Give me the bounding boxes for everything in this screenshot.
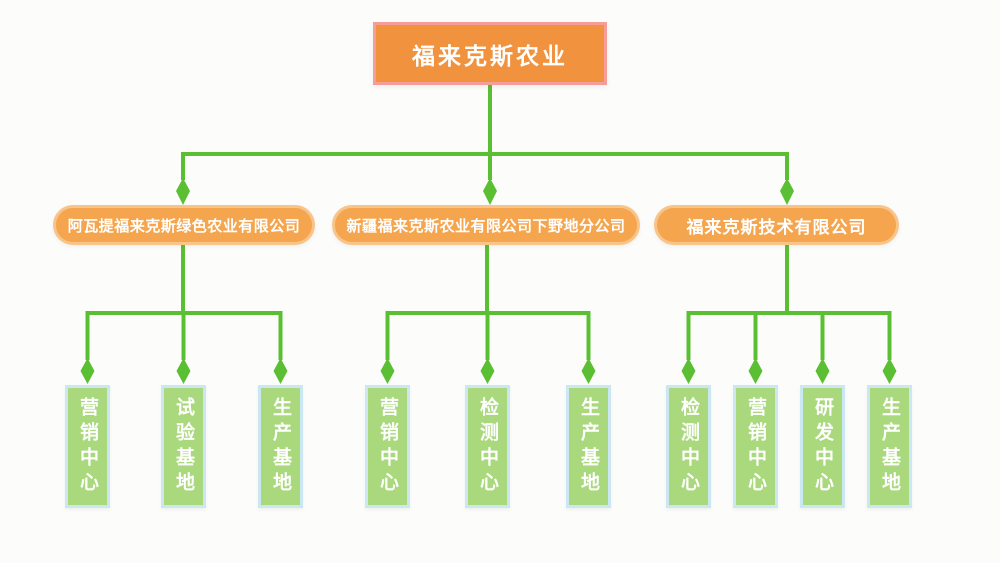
arrow-down-icon xyxy=(176,178,190,205)
arrow-down-icon xyxy=(380,358,395,384)
org-node-company-2: 新疆福来克斯农业有限公司下野地分公司 xyxy=(332,205,640,245)
org-node-root: 福来克斯农业 xyxy=(373,22,607,85)
arrow-down-icon xyxy=(780,178,794,205)
arrow-down-icon xyxy=(483,178,497,205)
org-node-company-2-label: 新疆福来克斯农业有限公司下野地分公司 xyxy=(346,217,626,235)
org-node-dept-marketing-2: 营销中心 xyxy=(365,385,410,508)
org-node-dept-marketing-3: 营销中心 xyxy=(733,385,778,508)
arrow-down-icon xyxy=(480,358,495,384)
org-node-dept-inspection-2: 检测中心 xyxy=(666,385,711,508)
org-node-company-3: 福来克斯技术有限公司 xyxy=(654,205,899,245)
arrow-down-icon xyxy=(176,358,191,384)
org-node-dept-inspection-1: 检测中心 xyxy=(465,385,510,508)
arrow-down-icon xyxy=(748,358,763,384)
org-node-dept-marketing-1: 营销中心 xyxy=(65,385,110,508)
org-node-dept-test-base: 试验基地 xyxy=(161,385,206,508)
org-node-company-1: 阿瓦提福来克斯绿色农业有限公司 xyxy=(53,205,315,245)
arrow-down-icon xyxy=(273,358,288,384)
org-node-root-label: 福来克斯农业 xyxy=(412,42,568,69)
arrow-down-icon xyxy=(681,358,696,384)
org-node-dept-production-base-3: 生产基地 xyxy=(867,385,912,508)
arrow-down-icon xyxy=(80,358,95,384)
arrow-down-icon xyxy=(581,358,596,384)
org-node-dept-production-base-1: 生产基地 xyxy=(258,385,303,508)
org-node-dept-production-base-2: 生产基地 xyxy=(566,385,611,508)
org-node-company-3-label: 福来克斯技术有限公司 xyxy=(686,217,867,237)
arrow-down-icon xyxy=(882,358,897,384)
org-node-company-1-label: 阿瓦提福来克斯绿色农业有限公司 xyxy=(67,217,301,235)
org-node-dept-rnd-center: 研发中心 xyxy=(800,385,845,508)
arrow-down-icon xyxy=(815,358,830,384)
